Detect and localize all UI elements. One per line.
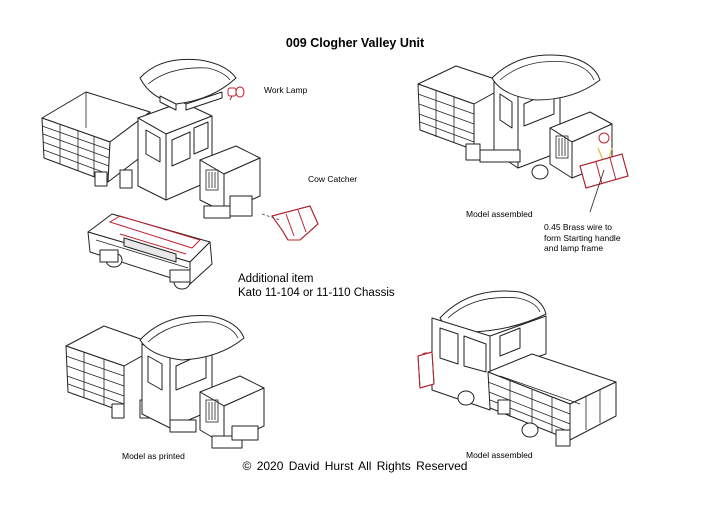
model-as-printed-label: Model as printed [122, 451, 185, 461]
work-lamp-label: Work Lamp [264, 85, 308, 95]
cow-catcher-label: Cow Catcher [308, 174, 358, 184]
model-assembled-bottom-drawing [417, 290, 617, 447]
brass-wire-leader [589, 169, 605, 213]
brass-wire-line-1: 0.45 Brass wire to [544, 222, 613, 232]
chassis-drawing [87, 213, 213, 290]
model-assembled-bottom-label: Model assembled [466, 450, 533, 460]
model-assembled-top-drawing [417, 54, 629, 189]
model-as-printed-drawing [65, 315, 265, 449]
brass-wire-line-2: form Starting handle [544, 232, 621, 243]
model-assembled-top-label: Model assembled [466, 209, 533, 219]
additional-item-note: Additional item Kato 11-104 or 11-110 Ch… [238, 273, 395, 300]
brass-wire-note: 0.45 Brass wire to form Starting handle … [544, 222, 621, 254]
chassis-spec: Kato 11-104 or 11-110 Chassis [238, 286, 395, 299]
page-title: 009 Clogher Valley Unit [285, 36, 425, 50]
copyright-notice: © 2020 David Hurst All Rights Reserved [242, 459, 468, 473]
brass-wire-line-3: and lamp frame [544, 243, 604, 253]
unit-exploded-drawing [41, 58, 319, 241]
additional-item-heading: Additional item [238, 273, 314, 285]
